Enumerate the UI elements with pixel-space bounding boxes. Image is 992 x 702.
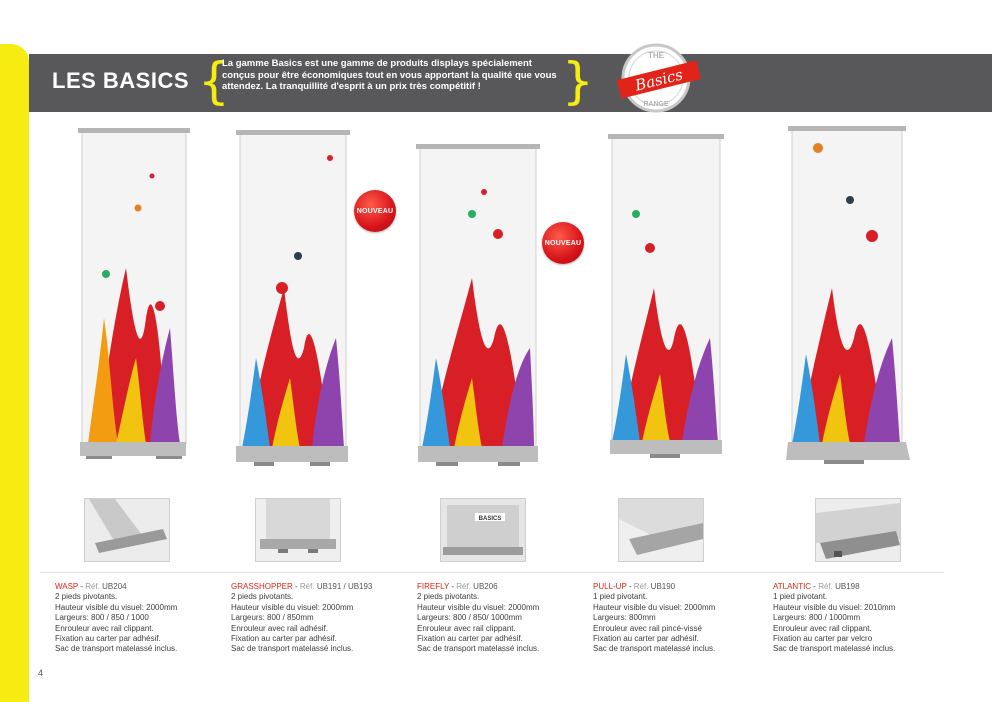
product-wasp: WASP - Réf. UB204 2 pieds pivotants. Hau… bbox=[55, 582, 225, 655]
product-name: PULL-UP bbox=[593, 582, 627, 591]
yellow-side-bar bbox=[0, 44, 29, 702]
left-brace: { bbox=[198, 52, 230, 110]
new-badge: NOUVEAU bbox=[542, 222, 584, 264]
spec-line: Largeurs: 800 / 850/ 1000mm bbox=[417, 613, 522, 623]
spec-line: Fixation au carter par adhésif. bbox=[593, 634, 699, 644]
product-ref: UB204 bbox=[102, 582, 127, 591]
detail-thumbnail-pull-up bbox=[618, 498, 704, 562]
spec-line: Sac de transport matelassé inclus. bbox=[773, 644, 896, 654]
product-pull-up: PULL-UP - Réf. UB190 1 pied pivotant. Ha… bbox=[593, 582, 763, 655]
spec-line: Hauteur visible du visuel: 2000mm bbox=[55, 602, 178, 612]
product-heading: ATLANTIC - Réf. UB198 bbox=[773, 582, 860, 591]
product-ref: UB206 bbox=[473, 582, 498, 591]
product-ref: UB191 / UB193 bbox=[316, 582, 373, 591]
base-detail-illustration bbox=[816, 499, 900, 561]
spec-line: Fixation au carter par adhésif. bbox=[417, 634, 523, 644]
detail-thumbnail-firefly: BASICS bbox=[440, 498, 526, 562]
spec-line: Largeurs: 800 / 850 / 1000 bbox=[55, 613, 149, 623]
spec-line: Sac de transport matelassé inclus. bbox=[231, 644, 354, 654]
ref-label: Réf. bbox=[299, 582, 315, 591]
header-band bbox=[29, 54, 992, 112]
ref-label: Réf. bbox=[85, 582, 100, 591]
right-brace: } bbox=[562, 52, 594, 110]
detail-thumbnail-grasshopper bbox=[255, 498, 341, 562]
spec-line: 1 pied pivotant. bbox=[773, 592, 828, 602]
rollup-illustration bbox=[78, 128, 190, 459]
rollup-illustration bbox=[236, 130, 350, 466]
spec-line: 2 pieds pivotants. bbox=[55, 592, 118, 602]
spec-line: Hauteur visible du visuel: 2000mm bbox=[593, 602, 716, 612]
ref-label: Réf. bbox=[818, 582, 833, 591]
base-detail-illustration bbox=[256, 499, 340, 561]
spec-line: Sac de transport matelassé inclus. bbox=[593, 644, 716, 654]
base-detail-illustration bbox=[619, 499, 703, 561]
page-number: 4 bbox=[38, 668, 44, 678]
product-ref: UB190 bbox=[650, 582, 676, 591]
rollup-illustration bbox=[608, 134, 724, 458]
product-name: ATLANTIC bbox=[773, 582, 812, 591]
spec-line: 2 pieds pivotants. bbox=[231, 592, 294, 602]
basics-range-logo: THE RANGE Basics bbox=[616, 43, 701, 113]
logo-bottom-text: RANGE bbox=[643, 101, 669, 108]
page-title: LES BASICS bbox=[52, 68, 190, 93]
product-grasshopper: GRASSHOPPER - Réf. UB191 / UB193 2 pieds… bbox=[231, 582, 401, 655]
spec-line: Enrouleur avec rail adhésif. bbox=[231, 623, 328, 633]
product-name: WASP bbox=[55, 582, 79, 591]
spec-line: Hauteur visible du visuel: 2000mm bbox=[417, 602, 540, 612]
spec-line: 1 pied pivotant. bbox=[593, 592, 648, 602]
product-heading: PULL-UP - Réf. UB190 bbox=[593, 582, 676, 591]
spec-line: Enrouleur avec rail pincé-vissé bbox=[593, 623, 702, 633]
spec-line: Enrouleur avec rail clippant. bbox=[417, 623, 516, 633]
new-badge: NOUVEAU bbox=[354, 190, 396, 232]
section-divider bbox=[40, 572, 944, 573]
spec-line: 2 pieds pivotants. bbox=[417, 592, 480, 602]
base-detail-illustration: BASICS bbox=[441, 499, 525, 561]
product-ref: UB198 bbox=[835, 582, 860, 591]
base-detail-illustration bbox=[85, 499, 169, 561]
product-heading: FIREFLY - Réf. UB206 bbox=[417, 582, 498, 591]
detail-thumbnail-wasp bbox=[84, 498, 170, 562]
logo-top-text: THE bbox=[648, 51, 665, 60]
spec-line: Enrouleur avec rail clippant. bbox=[773, 623, 872, 633]
spec-line: Largeurs: 800 / 850mm bbox=[231, 613, 314, 623]
ref-label: Réf. bbox=[633, 582, 649, 591]
product-atlantic: ATLANTIC - Réf. UB198 1 pied pivotant. H… bbox=[773, 582, 943, 655]
spec-line: Sac de transport matelassé inclus. bbox=[55, 644, 178, 654]
spec-line: Largeurs: 800 / 1000mm bbox=[773, 613, 861, 623]
product-name: FIREFLY bbox=[417, 582, 450, 591]
spec-line: Fixation au carter par adhésif. bbox=[231, 634, 337, 644]
product-heading: WASP - Réf. UB204 bbox=[55, 582, 127, 591]
product-firefly: FIREFLY - Réf. UB206 2 pieds pivotants. … bbox=[417, 582, 587, 655]
spec-line: Hauteur visible du visuel: 2000mm bbox=[231, 602, 354, 612]
detail-thumbnail-atlantic bbox=[815, 498, 901, 562]
spec-line: Largeurs: 800mm bbox=[593, 613, 656, 623]
spec-line: Hauteur visible du visuel: 2010mm bbox=[773, 602, 896, 612]
ref-label: Réf. bbox=[456, 582, 471, 591]
spec-line: Enrouleur avec rail clippant. bbox=[55, 623, 154, 633]
product-heading: GRASSHOPPER - Réf. UB191 / UB193 bbox=[231, 582, 373, 591]
rollup-illustration bbox=[786, 126, 910, 464]
spec-line: Fixation au carter par velcro bbox=[773, 634, 873, 644]
thumb-label: BASICS bbox=[479, 516, 502, 522]
intro-text: La gamme Basics est une gamme de produit… bbox=[222, 58, 557, 92]
spec-line: Fixation au carter par adhésif. bbox=[55, 634, 161, 644]
product-name: GRASSHOPPER bbox=[231, 582, 293, 591]
rollup-illustration bbox=[416, 144, 540, 466]
spec-line: Sac de transport matelassé inclus. bbox=[417, 644, 540, 654]
